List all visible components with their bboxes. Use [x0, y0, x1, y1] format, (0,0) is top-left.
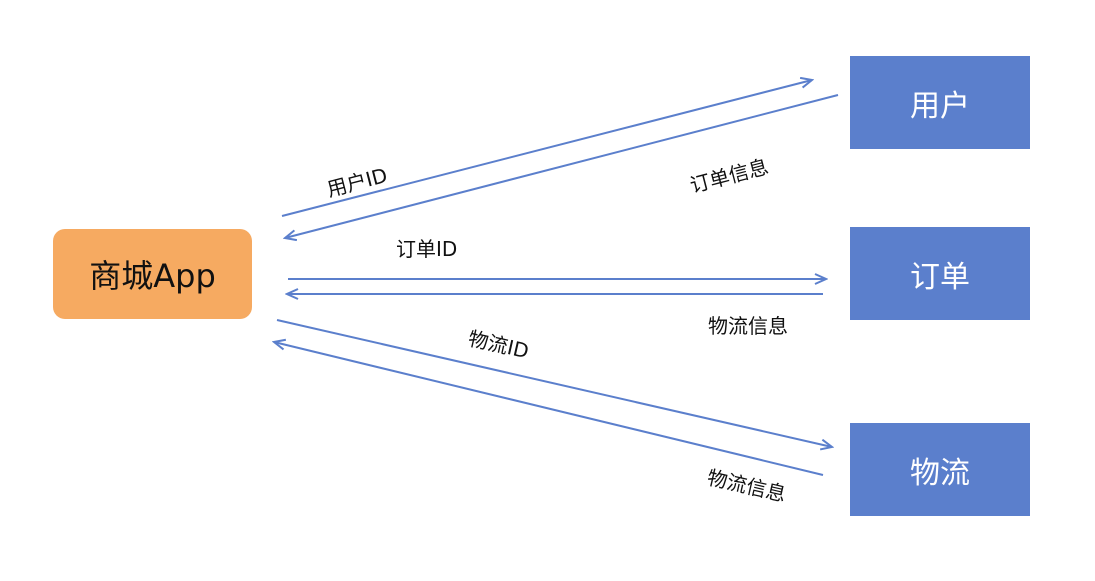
- arrow-logistics-response: [274, 342, 824, 476]
- app-node-label: 商城App: [89, 257, 216, 295]
- arrow-user-request: [281, 80, 812, 217]
- logistics-node: 物流: [850, 423, 1030, 516]
- order-node: 订单: [850, 227, 1030, 320]
- logistics-node-label: 物流: [910, 455, 970, 491]
- user-node: 用户: [850, 56, 1030, 149]
- order-node-label: 订单: [910, 259, 970, 295]
- label-order-response: 物流信息: [708, 314, 788, 338]
- label-order-request: 订单ID: [396, 237, 458, 261]
- arrow-logistics-request: [276, 319, 832, 447]
- user-node-label: 用户: [910, 88, 970, 124]
- app-node: 商城App: [53, 229, 252, 319]
- arrow-user-response: [285, 94, 839, 238]
